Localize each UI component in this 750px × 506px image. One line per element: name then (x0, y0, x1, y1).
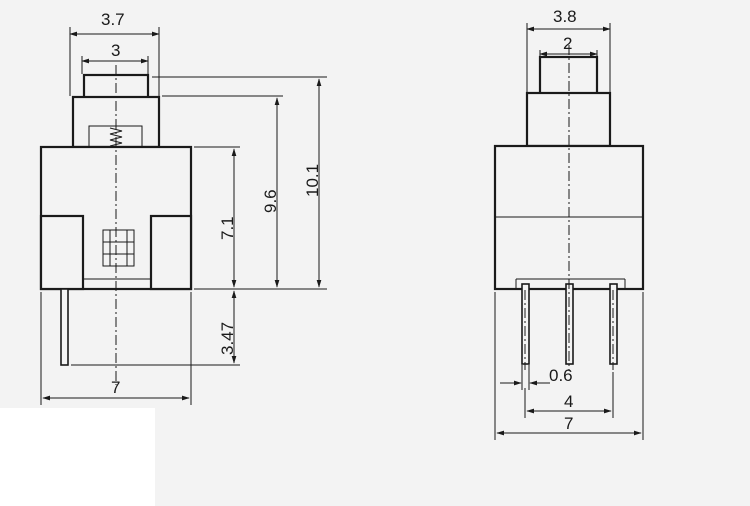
right-view (493, 45, 645, 370)
pin (60, 288, 69, 366)
left-view (39, 65, 193, 385)
dim-width-right: 7 (564, 414, 573, 433)
dim-top-outer-right: 3.8 (553, 7, 577, 26)
left-side-block (39, 214, 85, 291)
dim-right-outer: 10.1 (303, 164, 322, 197)
dim-top-outer: 3.7 (101, 10, 125, 29)
dim-width: 7 (111, 378, 120, 397)
dim-pin-length: 3.47 (218, 322, 237, 355)
dim-top-inner: 3 (111, 41, 120, 60)
paper-patch (0, 408, 155, 506)
dim-pin-pitch: 4 (564, 392, 573, 411)
dim-right-inner: 7.1 (218, 216, 237, 240)
left-view-dimensions: 3.7 3 10.1 9.6 7.1 3.47 7 (40, 10, 327, 405)
right-side-block (149, 214, 193, 291)
spring (109, 127, 123, 147)
latch (102, 229, 135, 267)
dim-pin-width: 0.6 (549, 366, 573, 385)
right-view-dimensions: 3.8 2 0.6 4 7 (494, 7, 644, 440)
dim-top-inner-right: 2 (563, 34, 572, 53)
dim-right-mid: 9.6 (261, 189, 280, 213)
